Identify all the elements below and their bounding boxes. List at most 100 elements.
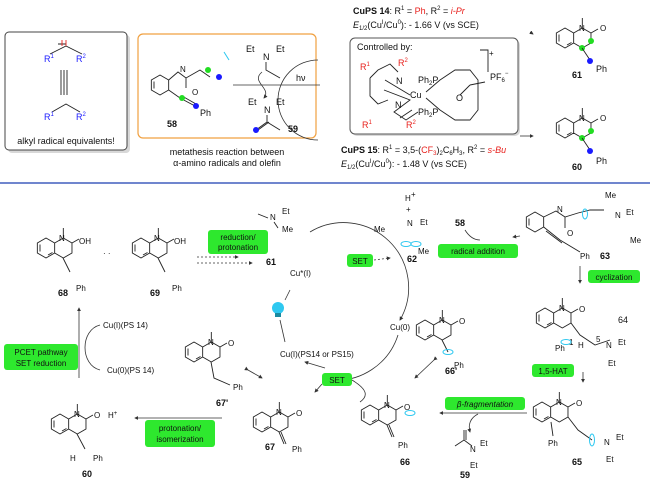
label: N [604,438,610,447]
label: O [567,229,573,238]
label: Et [626,208,634,217]
metathesis-caption-2: α-amino radicals and olefin [173,158,281,168]
label: SET [352,257,368,266]
label: O [404,403,410,412]
label: N [154,234,160,243]
label: O [600,114,606,123]
label: N [395,100,402,110]
label: 69 [150,288,160,298]
label: H [70,454,76,463]
label: Ph [76,284,86,293]
label: Et [282,207,290,216]
label: + [406,205,411,214]
label: OH [79,237,91,246]
label: Ph [555,344,565,353]
label: 64 [618,315,628,325]
o-atom-58: O [192,88,198,97]
label: + [489,49,494,58]
label: Ph [292,445,302,454]
label: Cu(0)(PS 14) [107,366,154,375]
label: SET reduction [16,359,67,368]
label: N [556,398,562,407]
label: O [600,24,606,33]
label: 65 [572,457,582,467]
label: SET [329,376,345,385]
label: Me [282,225,294,234]
label: β-fragmentation [456,400,514,409]
label: N [470,445,476,454]
label: N [579,24,585,33]
label: N [606,341,612,350]
label: R1 [360,62,371,72]
label: radical addition [451,247,505,256]
label: 60 [82,469,92,479]
label: Ph [580,252,590,261]
label: R1 [362,120,373,130]
label: 61 [266,257,276,267]
label: · · [103,249,111,258]
label: H+ [108,411,118,420]
n-amine: N [263,52,270,62]
label: N [74,410,80,419]
label: Me [374,225,386,234]
label: Cu(I)(PS14 or PS15) [280,350,354,359]
label: H [405,194,411,203]
label: Ph [233,383,243,392]
label: Me [630,236,642,245]
label: Et [608,359,616,368]
complex-title: Controlled by: [357,42,413,52]
label: Et [606,455,614,464]
label: + [411,190,416,199]
label: 66' [445,366,457,376]
label: reduction/ [220,233,256,242]
r1-label: R1 [44,54,55,64]
label: protonation/ [159,424,202,433]
alkyl-radical-box: R1 R2 R1 R2 alkyl radical equivalents! [4,31,130,153]
label: Ph [93,454,103,463]
label: 58 [455,218,465,228]
label: 66 [400,457,410,467]
label: 63 [600,251,610,261]
label: Me [418,247,430,256]
et-1: Et [246,44,255,54]
label: 5 [596,335,601,344]
n-enamine: N [264,105,271,115]
label: Ph [596,64,607,74]
n-atom-58: N [180,65,186,74]
scissor-icon [223,51,230,61]
label: O [459,317,465,326]
label: CuPS 15: R1 = 3,5-(CF3)2C6H3, R2 = s-Bu [341,145,506,157]
label: Cu(0) [390,323,410,332]
light-bulb-icon [272,302,284,314]
label: 68 [58,288,68,298]
label: Et [420,218,428,227]
label: Ph [596,156,607,166]
label: N [208,338,214,347]
label: Et [480,439,488,448]
label: Ph [172,284,182,293]
label: CuPS 14: R1 = Ph, R2 = i-Pr [353,6,466,16]
label: 62 [407,254,417,264]
label: 60 [572,162,582,172]
hv-label: hν [296,73,306,83]
label: PF6− [490,71,509,84]
label: O [576,399,582,408]
label: protonation [218,243,258,252]
cu-atom: Cu [410,90,422,100]
label: N [59,234,65,243]
label: Et [470,461,478,470]
label: N [579,114,585,123]
product-60: N O Ph 60 [555,107,607,172]
label: N [396,76,403,86]
label: isomerization [156,435,203,444]
label: 59 [460,470,470,480]
label: E1/2(CuI/Cu0): - 1.48 V (vs SCE) [341,159,467,171]
label: N [559,304,565,313]
metathesis-box: N O Ph 58 Et Et N hν Et Et N 59 metathes… [137,33,320,168]
label: Cu(I)(PS 14) [103,321,148,330]
complex-box: Controlled by: R1 R2 R1 R2 N N Cu Ph2P P… [349,37,520,136]
et-2: Et [276,44,285,54]
et-4: Et [276,97,285,107]
label: N [384,401,390,410]
